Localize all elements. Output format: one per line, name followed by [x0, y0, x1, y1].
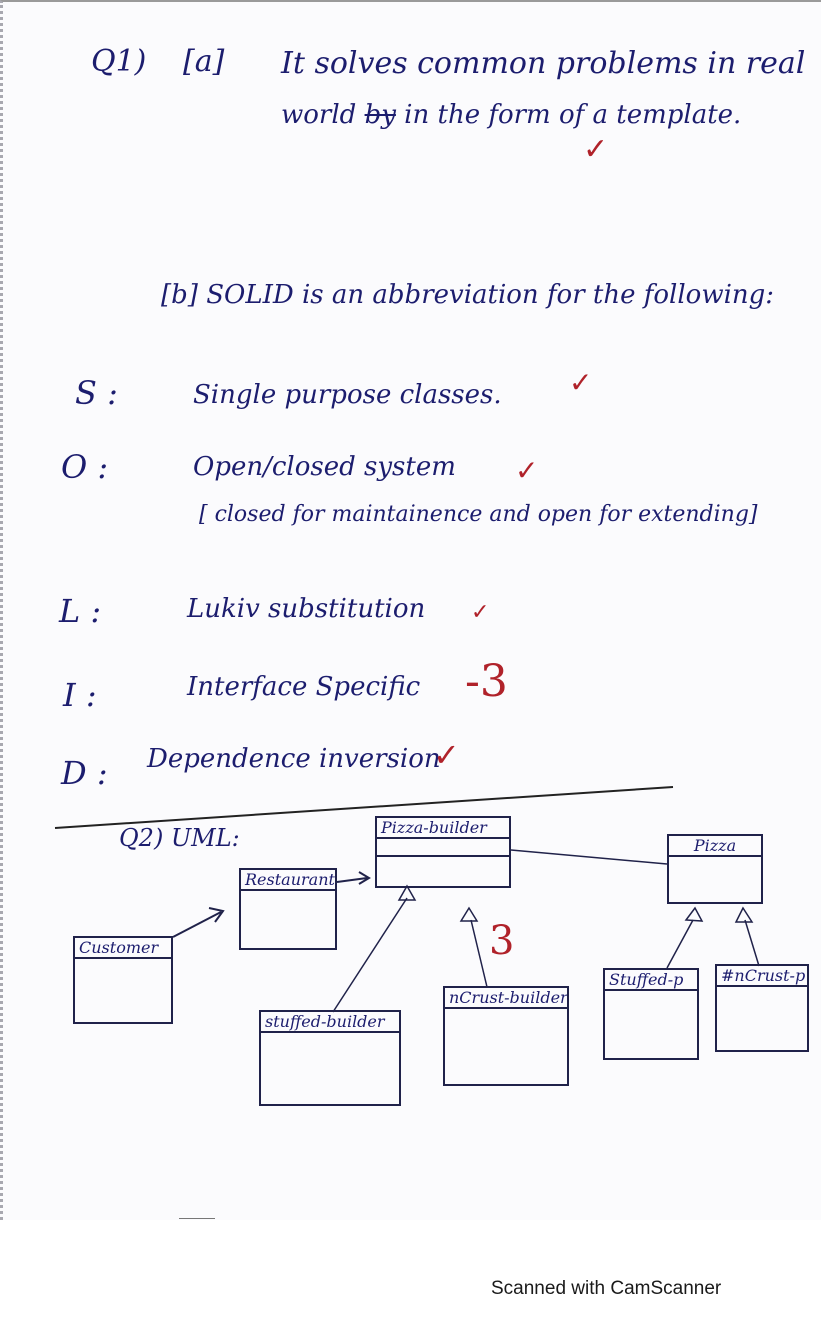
section-divider	[54, 786, 674, 829]
stray-mark	[179, 1218, 215, 1219]
assoc-line	[510, 849, 668, 865]
check-mark-icon: ✓	[471, 600, 490, 625]
uml-class-stuffed-p: Stuffed-p	[603, 968, 699, 1060]
solid-text-d: Dependence inversion	[147, 744, 441, 774]
q1a-label: [a]	[183, 44, 225, 79]
inherit-line	[470, 919, 488, 988]
solid-text-o: Open/closed system	[193, 452, 456, 482]
assoc-line	[336, 877, 368, 883]
uml-diagram	[54, 786, 760, 1013]
q1a-line1: It solves common problems in real	[281, 46, 806, 81]
inherit-arrow-icon	[397, 884, 417, 901]
q2-label: Q2) UML:	[119, 824, 240, 852]
solid-text-l: Lukiv substitution	[187, 594, 426, 624]
class-name: Customer	[75, 938, 171, 959]
q1a-line2: world by in the form of a template.	[281, 100, 742, 130]
solid-letter-o: O :	[61, 448, 109, 486]
inherit-line	[744, 919, 760, 967]
class-name: Restaurant	[241, 870, 335, 891]
class-name: stuffed-builder	[261, 1012, 399, 1033]
solid-letter-i: I :	[63, 676, 97, 714]
solid-letter-l: L :	[59, 592, 102, 630]
solid-note-o: [ closed for maintainence and open for e…	[199, 502, 758, 527]
q1-label: Q1)	[91, 44, 147, 79]
uml-class-ncrust-builder: nCrust-builder	[443, 986, 569, 1086]
uml-class-pizza: Pizza	[667, 834, 763, 904]
solid-letter-d: D :	[61, 754, 108, 792]
solid-text-s: Single purpose classes.	[193, 380, 502, 410]
camscanner-watermark: Scanned with CamScanner	[491, 1278, 722, 1299]
check-mark-icon: ✓	[583, 132, 609, 167]
uml-class-stuffed-builder: stuffed-builder	[259, 1010, 401, 1106]
class-name: #nCrust-p	[717, 966, 807, 987]
check-mark-icon: ✓	[433, 736, 460, 774]
inherit-arrow-icon	[684, 906, 704, 922]
class-name: Pizza-builder	[377, 818, 509, 839]
class-name: Pizza	[669, 836, 761, 857]
uml-class-customer: Customer	[73, 936, 173, 1024]
assoc-line	[172, 911, 222, 938]
arrow-icon	[208, 907, 225, 923]
arrow-icon	[358, 871, 371, 885]
solid-letter-s: S :	[75, 374, 118, 412]
class-name: Stuffed-p	[605, 970, 697, 991]
inherit-arrow-icon	[459, 906, 479, 922]
q1b-intro: [b] SOLID is an abbreviation for the fol…	[161, 280, 775, 310]
uml-class-pizza-builder: Pizza-builder	[375, 816, 511, 888]
inherit-arrow-icon	[734, 906, 754, 923]
check-mark-icon: ✓	[569, 366, 593, 399]
inherit-line	[666, 919, 694, 969]
uml-class-restaurant: Restaurant	[239, 868, 337, 950]
deduction-mark: -3	[465, 656, 508, 707]
inherit-line	[332, 897, 408, 1013]
solid-text-i: Interface Specific	[187, 672, 421, 702]
struck-word: by	[364, 100, 396, 130]
q2-grade: 3	[489, 918, 515, 964]
uml-class-ncrust-p: #nCrust-p	[715, 964, 809, 1052]
scanned-page: Q1) [a] It solves common problems in rea…	[0, 0, 821, 1220]
check-mark-icon: ✓	[515, 454, 539, 487]
class-name: nCrust-builder	[445, 988, 567, 1009]
